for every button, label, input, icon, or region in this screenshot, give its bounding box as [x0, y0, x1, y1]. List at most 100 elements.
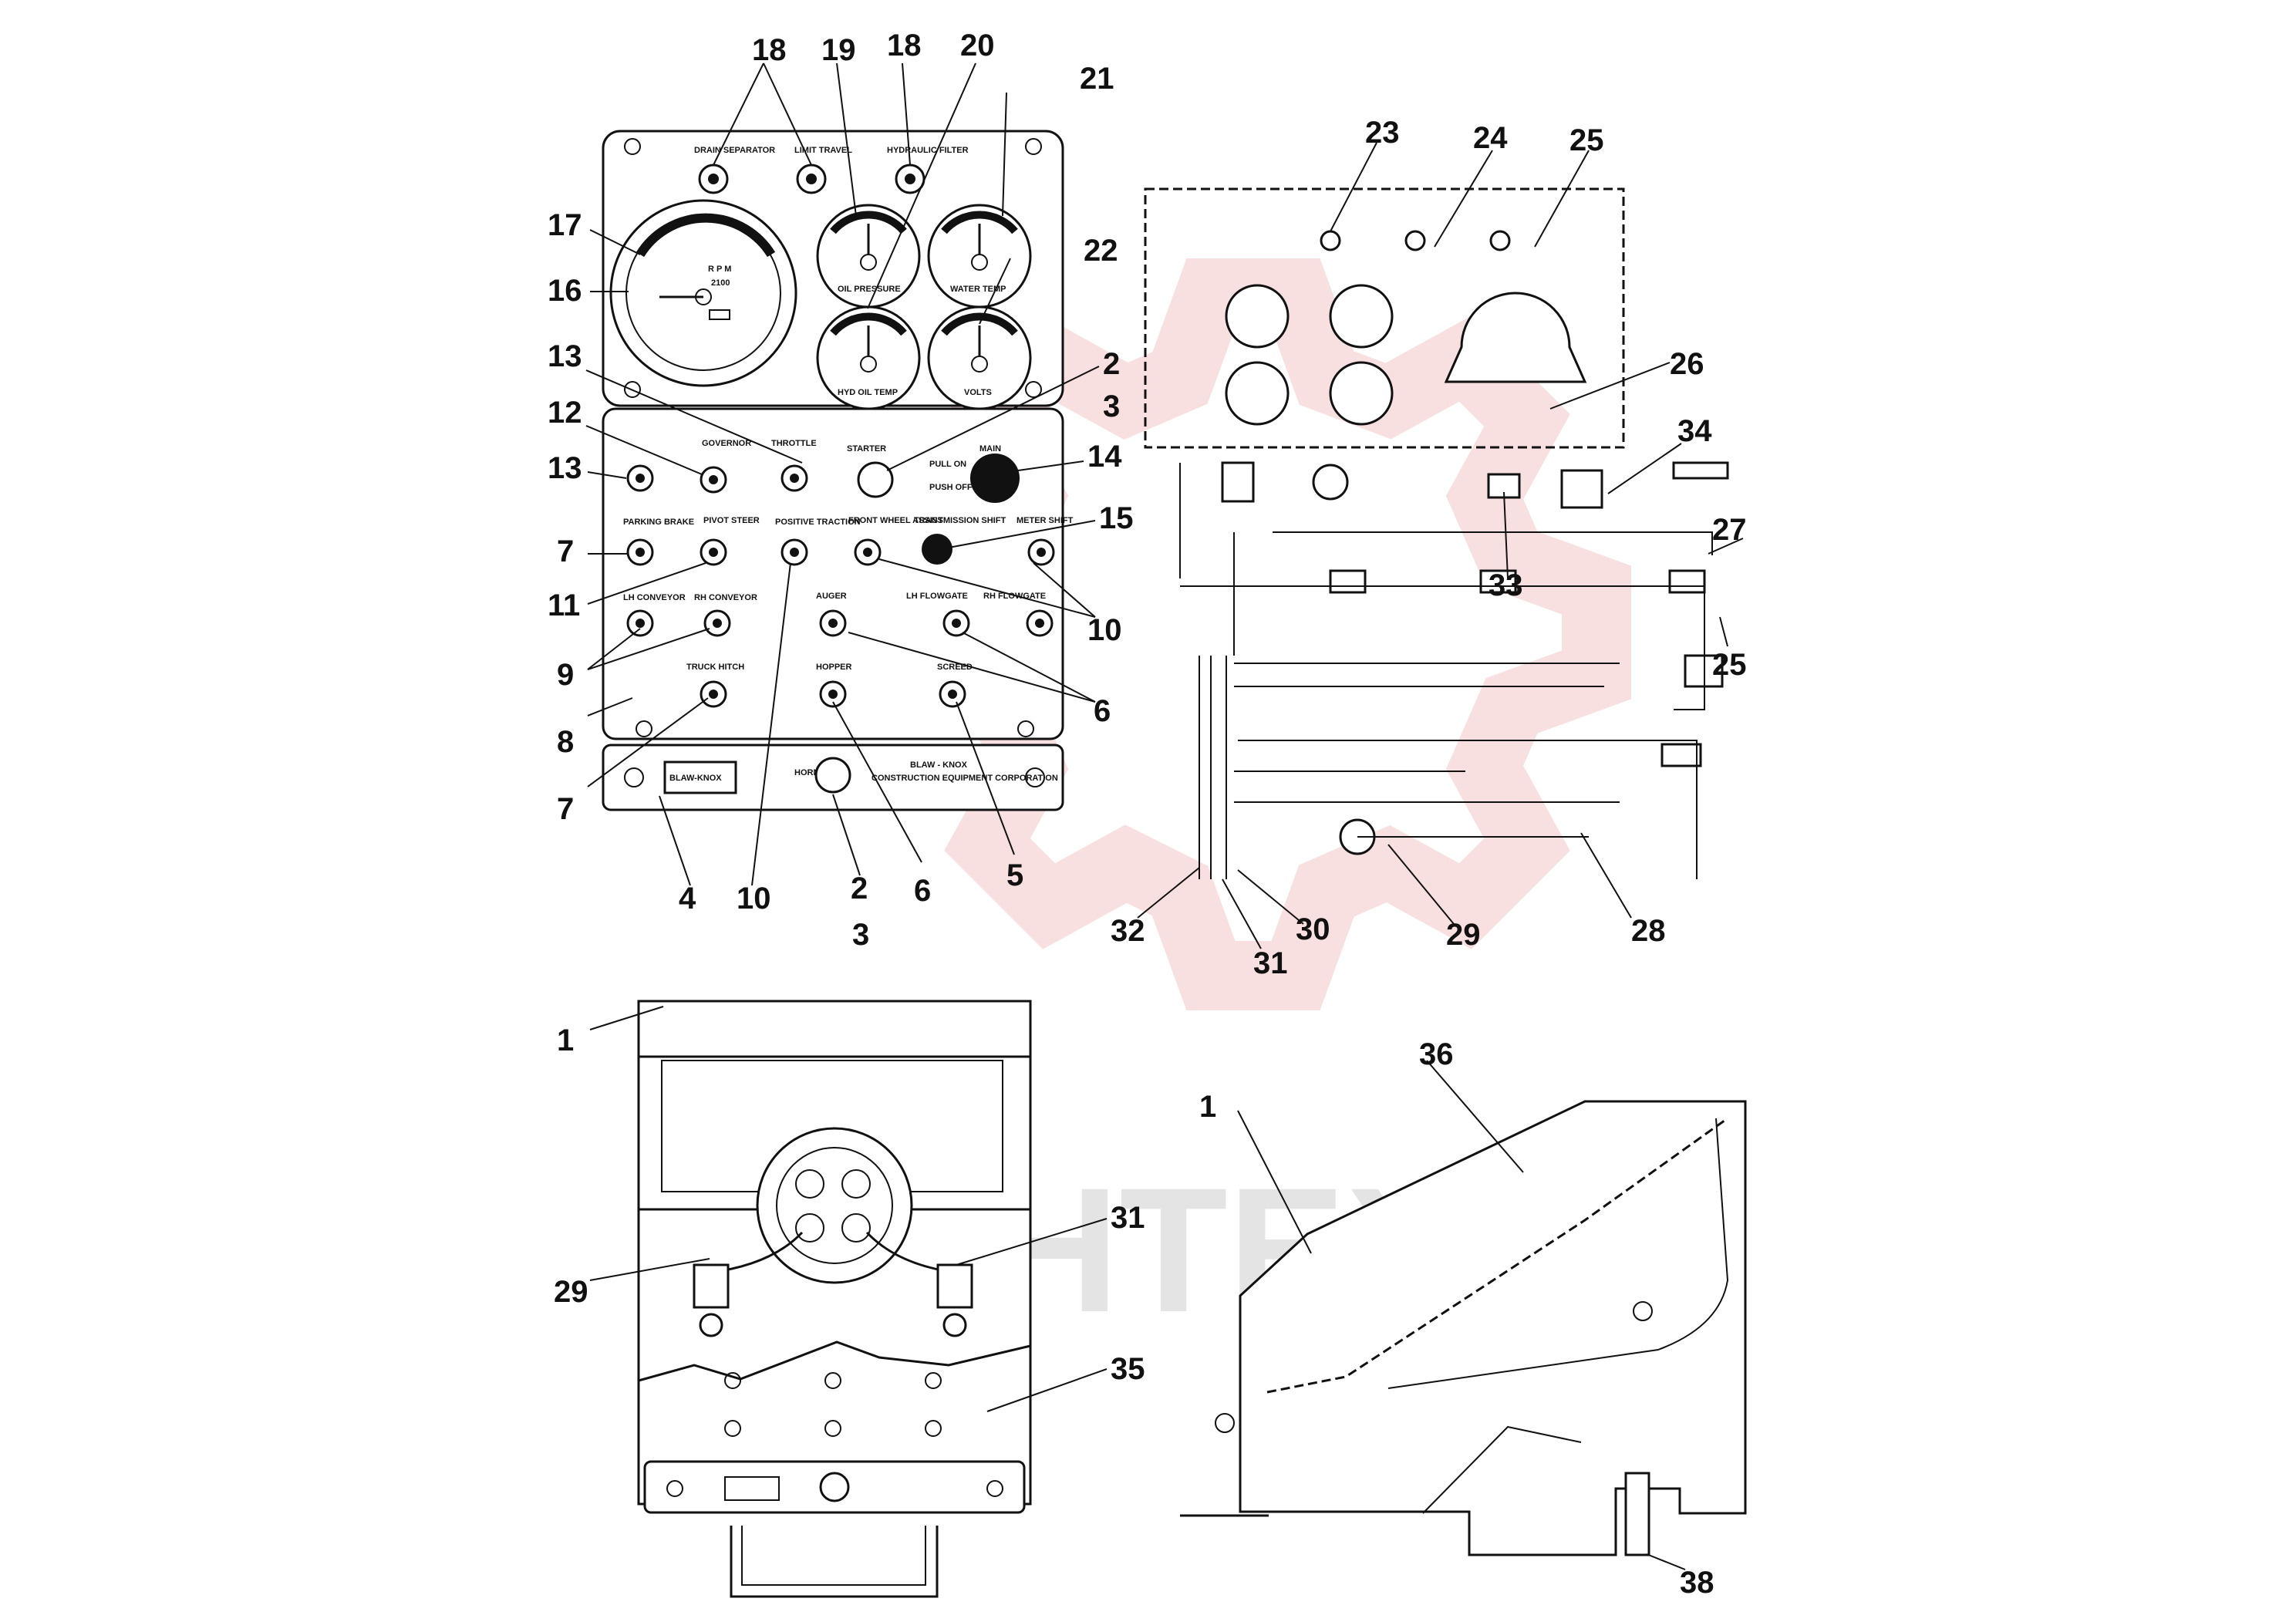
console-rear-view: [637, 1000, 1032, 1598]
indicator-lamp-drain: DRAIN SEPARATOR: [694, 146, 775, 194]
callout-25: 25: [1569, 123, 1604, 157]
throttle-label: THROTTLE: [771, 439, 817, 448]
callout-29: 29: [554, 1275, 588, 1309]
callout-numbers: 18 19 18 20 21 17 22 16 13 2 3 12 14 13 …: [548, 29, 1747, 1600]
callout-27: 27: [1712, 513, 1747, 547]
callout-19: 19: [821, 33, 856, 67]
callout-11: 11: [548, 588, 580, 622]
callout-24: 24: [1473, 121, 1508, 155]
callout-17: 17: [548, 208, 582, 242]
auger-label: AUGER: [816, 592, 847, 601]
nameplate-strip: BLAW-KNOX HORN BLAW - KNOX CONSTRUCTION …: [602, 744, 1064, 811]
indicator-label-hydraulic: HYDRAULIC FILTER: [887, 146, 969, 155]
truck-hitch-switch[interactable]: [700, 680, 727, 708]
rpm-label: R P M: [708, 265, 731, 274]
callout-6: 6: [1094, 694, 1111, 728]
rh-conveyor-label: RH CONVEYOR: [694, 593, 757, 602]
oil-pressure-label: OIL PRESSURE: [838, 285, 901, 294]
screed-label: SCREED: [937, 663, 973, 672]
callout-2: 2: [1103, 347, 1120, 381]
hyd-oil-temp-gauge: HYD OIL TEMP: [816, 305, 921, 410]
pivot-steer-switch[interactable]: [700, 538, 727, 566]
starter-button[interactable]: [857, 461, 894, 498]
callout-4: 4: [679, 882, 696, 916]
lh-conveyor-switch[interactable]: [626, 609, 654, 637]
oil-pressure-gauge: OIL PRESSURE: [816, 204, 921, 309]
callout-9: 9: [557, 658, 574, 692]
callout-13: 13: [548, 339, 582, 373]
callout-35: 35: [1111, 1352, 1145, 1386]
callout-26: 26: [1670, 347, 1704, 381]
callout-30: 30: [1296, 912, 1330, 946]
lh-flowgate-label: LH FLOWGATE: [906, 592, 968, 601]
lh-flowgate-switch[interactable]: [942, 609, 970, 637]
indicator-label-drain: DRAIN SEPARATOR: [694, 146, 775, 155]
callout-10: 10: [737, 882, 771, 916]
leader-lines: [585, 62, 1744, 1570]
truck-hitch-label: TRUCK HITCH: [686, 663, 744, 672]
front-wheel-assist-label: FRONT WHEEL ASSIST: [848, 516, 943, 525]
transmission-shift-knob[interactable]: [922, 534, 952, 565]
auger-switch[interactable]: [819, 609, 847, 637]
volts-label: VOLTS: [964, 388, 992, 397]
parking-brake-switch[interactable]: [626, 538, 654, 566]
callout-22: 22: [1084, 234, 1118, 268]
callout-20: 20: [960, 29, 995, 62]
meter-shift-switch[interactable]: [1027, 538, 1055, 566]
nameplate-line1: BLAW - KNOX: [910, 760, 968, 770]
callout-36: 36: [1419, 1037, 1454, 1071]
hopper-label: HOPPER: [816, 663, 852, 672]
tachometer-gauge: R P M 2100: [609, 199, 797, 387]
hopper-switch[interactable]: [819, 680, 847, 708]
callout-31: 31: [1111, 1201, 1145, 1235]
switch-panel: GOVERNOR THROTTLE STARTER MAIN PULL ON P…: [602, 407, 1074, 740]
callout-1: 1: [1199, 1090, 1216, 1124]
front-wheel-assist-switch[interactable]: [854, 538, 882, 566]
callout-34: 34: [1677, 414, 1712, 448]
pivot-steer-label: PIVOT STEER: [703, 516, 760, 525]
callout-25: 25: [1712, 648, 1747, 682]
nameplate-line2: CONSTRUCTION EQUIPMENT CORPORATION: [872, 774, 1058, 783]
callout-2: 2: [851, 872, 868, 905]
callout-12: 12: [548, 396, 582, 430]
callout-3: 3: [852, 918, 869, 952]
callout-5: 5: [1006, 858, 1023, 892]
water-temp-gauge: WATER TEMP: [927, 204, 1032, 309]
horn-label: HORN: [794, 768, 819, 777]
callout-13: 13: [548, 451, 582, 485]
callout-1: 1: [557, 1023, 574, 1057]
positive-traction-switch[interactable]: [781, 538, 808, 566]
rpm-value: 2100: [711, 278, 730, 288]
positive-traction-label: POSITIVE TRACTION: [775, 518, 861, 527]
indicator-label-limit: LIMIT TRAVEL: [794, 146, 852, 155]
callout-18: 18: [887, 29, 922, 62]
governor-switch[interactable]: [700, 466, 727, 494]
callout-32: 32: [1111, 914, 1145, 948]
callout-38: 38: [1680, 1566, 1714, 1600]
callout-18: 18: [752, 33, 787, 67]
main-label: MAIN: [979, 444, 1001, 454]
callout-7: 7: [557, 792, 574, 826]
callout-16: 16: [548, 274, 582, 308]
mode-selector-switch[interactable]: [626, 464, 654, 492]
parking-brake-label: PARKING BRAKE: [623, 518, 694, 527]
starter-label: STARTER: [847, 444, 886, 454]
console-side-view: [1180, 1100, 1747, 1556]
main-switch-knob[interactable]: [970, 454, 1020, 503]
callout-10: 10: [1087, 613, 1122, 647]
screed-switch[interactable]: [939, 680, 966, 708]
rh-conveyor-switch[interactable]: [703, 609, 731, 637]
horn-button[interactable]: [814, 757, 851, 794]
callout-14: 14: [1087, 440, 1122, 474]
wiring-diagram: [1144, 187, 1729, 879]
pull-on-label: PULL ON: [929, 460, 966, 469]
water-temp-label: WATER TEMP: [950, 285, 1006, 294]
callout-33: 33: [1489, 568, 1523, 602]
volts-gauge: VOLTS: [927, 305, 1032, 410]
meter-shift-label: METER SHIFT: [1017, 516, 1074, 525]
rh-flowgate-switch[interactable]: [1026, 609, 1054, 637]
callout-8: 8: [557, 725, 574, 759]
throttle-switch[interactable]: [781, 464, 808, 492]
callout-21: 21: [1080, 62, 1114, 96]
